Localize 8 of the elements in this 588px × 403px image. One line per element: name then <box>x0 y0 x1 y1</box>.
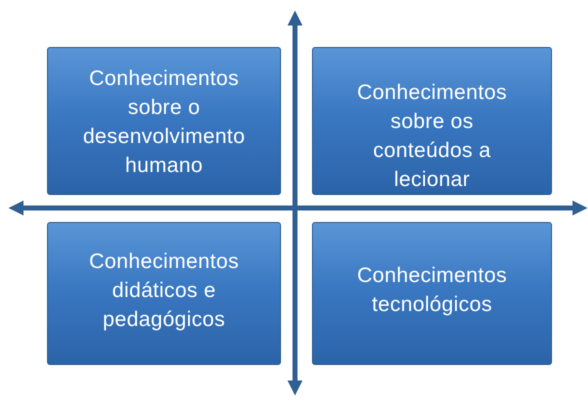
quadrant-box <box>312 47 552 195</box>
quadrant-label: Conhecimentos didáticos e pedagógicos <box>88 249 240 333</box>
quadrant-label: Conhecimentos sobre os conteúdos a lecionar <box>356 80 508 193</box>
quadrant-box <box>312 222 552 365</box>
quadrant-box <box>47 222 281 365</box>
quadrant-label: Conhecimentos sobre o desenvolvimento humano <box>82 66 246 179</box>
quadrant-label: Conhecimentos tecnológicos <box>356 263 508 318</box>
quadrant-box <box>47 47 281 195</box>
